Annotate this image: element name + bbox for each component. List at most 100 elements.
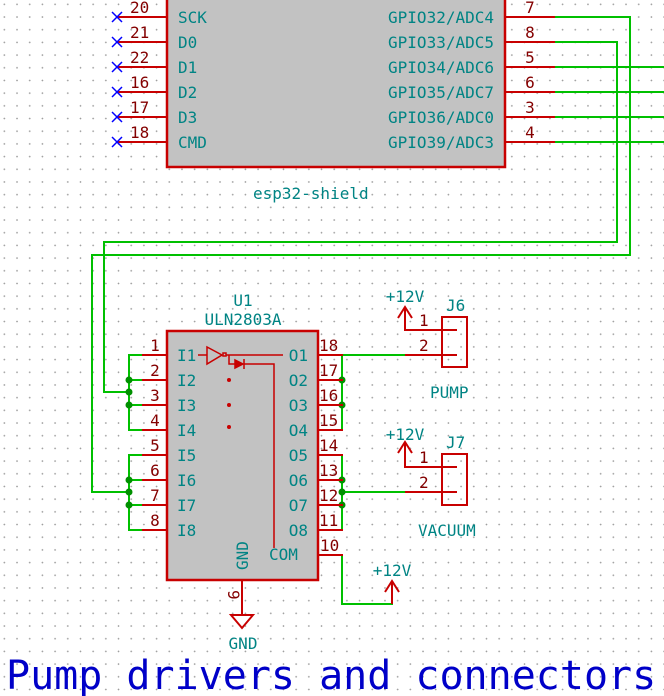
junction-dot: [125, 388, 133, 396]
u1-gnd-pin-number: 9: [224, 590, 243, 600]
u1-pin-number: 2: [150, 361, 160, 380]
no-connect-icon: [111, 36, 123, 48]
u1-pin-number: 16: [319, 386, 338, 405]
junction-dot: [125, 376, 133, 384]
u1-pin-number: 14: [319, 436, 338, 455]
u1-gnd-label: GND: [233, 541, 252, 570]
u1-pin-number: 8: [150, 511, 160, 530]
esp32-pin-name: GPIO39/ADC3: [388, 133, 494, 152]
junction-dot: [125, 488, 133, 496]
junction-dot: [125, 476, 133, 484]
j7-power-arrow-icon: [397, 440, 468, 506]
junction-dot: [125, 401, 133, 409]
u1-pin-number: 11: [319, 511, 338, 530]
u1-pin-name: I1: [177, 346, 196, 365]
esp32-pin-name: D0: [178, 33, 197, 52]
esp32-pin-number: 16: [130, 73, 149, 92]
com-power-label: +12V: [373, 561, 412, 580]
esp32-pin-number: 6: [525, 73, 535, 92]
j6-ref: J6: [446, 296, 465, 315]
u1-pin-name: O3: [289, 396, 308, 415]
j6-power-arrow-icon: [397, 305, 468, 368]
uln2803a-symbol[interactable]: U1 ULN2803A GND COM 10 9 GND 1I12I23I34I…: [142, 291, 343, 653]
esp32-pin-number: 20: [130, 0, 149, 17]
j6-value: PUMP: [430, 383, 469, 402]
u1-value: ULN2803A: [204, 310, 281, 329]
u1-pin-name: I5: [177, 446, 196, 465]
u1-pin-name: I8: [177, 521, 196, 540]
u1-pin-name: O1: [289, 346, 308, 365]
esp32-pin-number: 22: [130, 48, 149, 67]
u1-com-label: COM: [269, 545, 298, 564]
esp32-body: [165, 0, 507, 169]
esp32-shield-symbol[interactable]: esp32-shield 20SCK21D022D116D217D318CMD7…: [111, 0, 555, 203]
esp32-pin-name: D3: [178, 108, 197, 127]
j7-power-label: +12V: [386, 425, 425, 444]
u1-pin-name: I7: [177, 496, 196, 515]
u1-pin-number: 4: [150, 411, 160, 430]
u1-pin-number: 18: [319, 336, 338, 355]
esp32-pin-number: 3: [525, 98, 535, 117]
esp32-pin-number: 8: [525, 23, 535, 42]
esp32-pin-number: 18: [130, 123, 149, 142]
esp32-pin-name: GPIO33/ADC5: [388, 33, 494, 52]
esp32-pin-number: 5: [525, 48, 535, 67]
u1-pin-name: I3: [177, 396, 196, 415]
u1-pin-number: 7: [150, 486, 160, 505]
darlington-icon: [198, 345, 283, 548]
u1-pin-number: 1: [150, 336, 160, 355]
wire-gpio32: [91, 16, 631, 493]
u1-ref: U1: [233, 291, 252, 310]
j6-power-label: +12V: [386, 287, 425, 306]
esp32-pin-number: 21: [130, 23, 149, 42]
u1-pin-number: 5: [150, 436, 160, 455]
u1-pin-number: 6: [150, 461, 160, 480]
wire-gpio33: [103, 41, 618, 393]
ellipsis-dots: [227, 378, 231, 429]
gnd-symbol-label: GND: [229, 634, 258, 653]
j6-connector[interactable]: +12V 1 2 J6 PUMP: [386, 287, 469, 402]
sheet-title: Pump drivers and connectors: [6, 653, 656, 696]
junction-dot: [338, 488, 346, 496]
junction-dot: [125, 501, 133, 509]
no-connect-icon: [111, 111, 123, 123]
esp32-pin-name: GPIO34/ADC6: [388, 58, 494, 77]
gnd-symbol-icon: [228, 614, 256, 630]
j7-connector[interactable]: +12V 1 2 J7 VACUUM: [386, 425, 476, 540]
u1-pin-name: O4: [289, 421, 308, 440]
esp32-pin-name: SCK: [178, 8, 207, 27]
u1-pin-number: 12: [319, 486, 338, 505]
no-connect-icon: [111, 11, 123, 23]
j6-pin2-number: 2: [419, 336, 429, 355]
u1-pin-name: O5: [289, 446, 308, 465]
j7-pin1-number: 1: [419, 448, 429, 467]
no-connect-icon: [111, 136, 123, 148]
no-connect-icon: [111, 86, 123, 98]
esp32-ref: esp32-shield: [253, 184, 369, 203]
com-power-symbol[interactable]: +12V: [373, 561, 412, 604]
u1-pin-name: O8: [289, 521, 308, 540]
j6-pin1-number: 1: [419, 311, 429, 330]
esp32-pin-name: D2: [178, 83, 197, 102]
u1-body: [165, 329, 320, 582]
esp32-pin-name: CMD: [178, 133, 207, 152]
u1-com-pin-number: 10: [320, 536, 339, 555]
u1-pin-number: 13: [319, 461, 338, 480]
esp32-pin-number: 4: [525, 123, 535, 142]
u1-pin-name: I4: [177, 421, 196, 440]
no-connect-icon: [111, 61, 123, 73]
u1-pin-number: 3: [150, 386, 160, 405]
j7-pin2-number: 2: [419, 473, 429, 492]
esp32-pin-name: GPIO35/ADC7: [388, 83, 494, 102]
esp32-pin-number: 7: [525, 0, 535, 17]
j7-value: VACUUM: [418, 521, 476, 540]
u1-pin-name: O6: [289, 471, 308, 490]
u1-pin-name: O2: [289, 371, 308, 390]
u1-pin-number: 17: [319, 361, 338, 380]
esp32-pin-name: D1: [178, 58, 197, 77]
u1-pin-name: I2: [177, 371, 196, 390]
esp32-pin-name: GPIO36/ADC0: [388, 108, 494, 127]
u1-pin-name: O7: [289, 496, 308, 515]
j7-ref: J7: [446, 433, 465, 452]
